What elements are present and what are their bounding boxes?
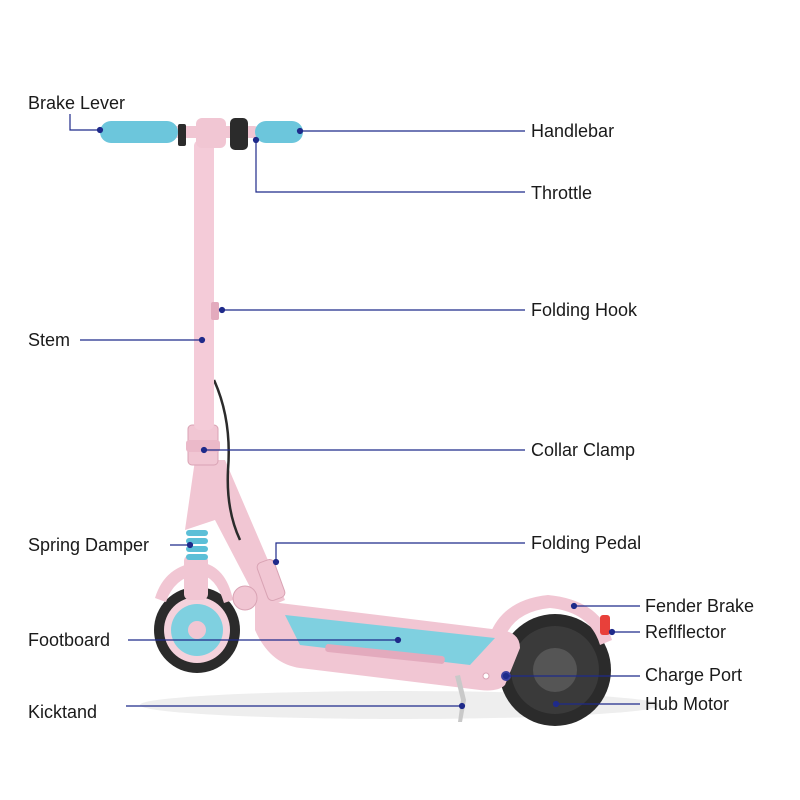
kickstand (455, 675, 466, 722)
brake-cable (212, 379, 242, 541)
label-handlebar: Handlebar (531, 121, 615, 141)
label-throttle: Throttle (531, 183, 593, 203)
front-fender (155, 562, 233, 603)
deck-side-slot (325, 644, 445, 664)
left-grip (100, 121, 178, 143)
label-folding-hook: Folding Hook (531, 300, 638, 320)
label-kickstand: Kicktand (28, 702, 98, 722)
label-footboard: Footboard (28, 630, 111, 650)
front-wheel (154, 587, 240, 673)
stem-tube (194, 140, 214, 430)
label-hub-motor: Hub Motor (645, 694, 730, 714)
label-reflector: Reflflector (645, 622, 727, 642)
folding-pedal (256, 559, 286, 601)
leader-lines (69, 114, 640, 710)
fender-brake (488, 595, 612, 646)
stem-head (196, 118, 226, 148)
rear-wheel (499, 614, 611, 726)
label-folding-pedal: Folding Pedal (531, 533, 642, 553)
fork-lower (184, 555, 208, 600)
label-spring-damper: Spring Damper (28, 535, 150, 555)
label-brake-lever: Brake Lever (28, 93, 126, 113)
label-stem: Stem (28, 330, 71, 350)
brake-lever (178, 124, 186, 146)
throttle (230, 118, 248, 150)
label-charge-port: Charge Port (645, 665, 743, 685)
label-fender-brake: Fender Brake (645, 596, 755, 616)
collar-clamp (186, 440, 220, 452)
label-collar-clamp: Collar Clamp (531, 440, 636, 460)
folding-hook (211, 302, 219, 320)
right-grip (255, 121, 303, 143)
reflector (600, 615, 610, 635)
